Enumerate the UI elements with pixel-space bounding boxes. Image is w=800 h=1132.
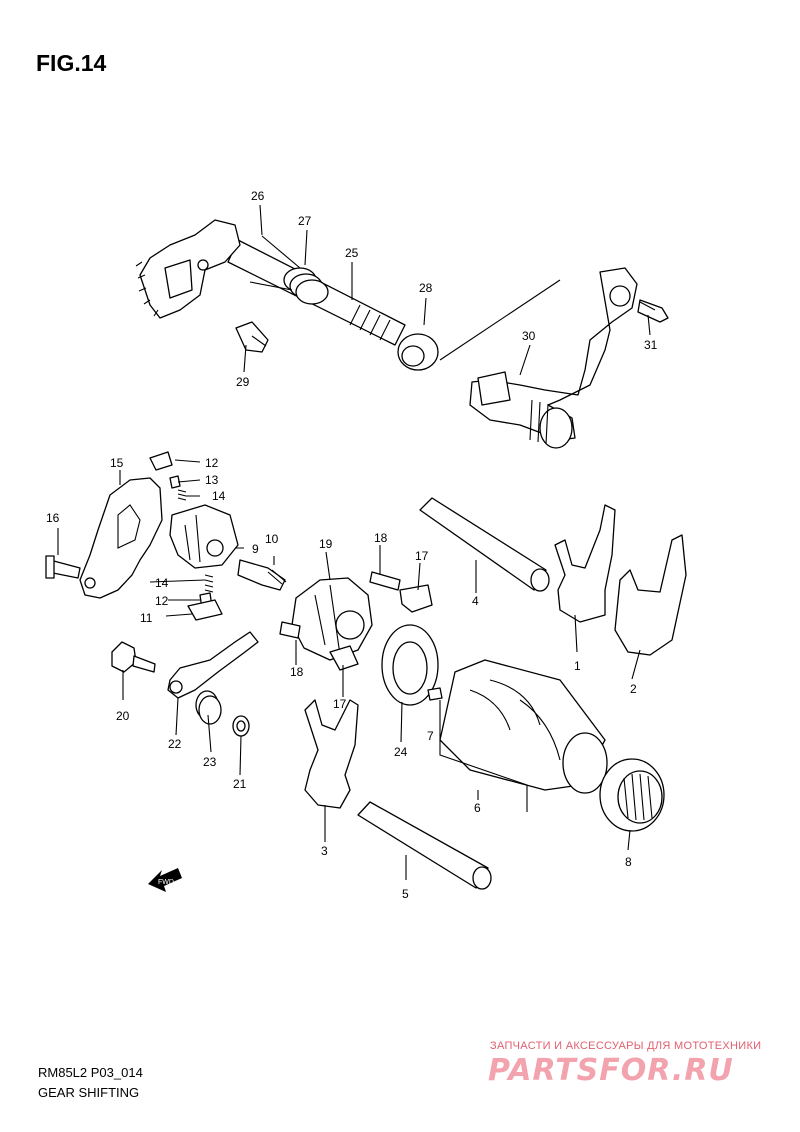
figure-label: FIG.14 [36,50,107,76]
callout-7: 7 [427,729,434,743]
watermark-logo: PARTSFOR.RU [488,1053,734,1088]
callout-30: 30 [522,329,536,343]
callout-16: 16 [46,511,60,525]
callout-26: 26 [251,189,265,203]
callout-23: 23 [203,755,217,769]
callout-25: 25 [345,246,359,260]
direction-badge-label: FWD [158,879,174,886]
callout-19: 19 [319,537,333,551]
callout-14-upper: 14 [212,489,226,503]
diagram-code: RM85L2 P03_014 [38,1065,143,1080]
watermark-tagline: ЗАПЧАСТИ И АКСЕССУАРЫ ДЛЯ МОТОТЕХНИКИ [490,1040,762,1052]
callout-31: 31 [644,338,658,352]
callout-6: 6 [474,801,481,815]
callout-29: 29 [236,375,250,389]
callout-28: 28 [419,281,433,295]
callout-14-lower: 14 [155,576,169,590]
fork-shafts [357,497,550,890]
leader-lines [57,204,651,880]
callout-numbers: 1 2 3 4 5 6 7 8 9 10 11 12 12 13 14 14 1… [46,189,658,901]
callout-18-upper: 18 [374,531,388,545]
gearshift-shaft-assembly [135,219,669,449]
shift-drum-assembly [381,624,665,832]
callout-12-upper: 12 [205,456,219,470]
callout-22: 22 [168,737,182,751]
shift-arm-parts [111,631,259,737]
direction-badge: FWD [148,868,182,892]
callout-2: 2 [630,682,637,696]
cam-gear-assembly [279,571,433,671]
callout-3: 3 [321,844,328,858]
callout-1: 1 [574,659,581,673]
stopper-assembly [45,451,287,621]
callout-18-lower: 18 [290,665,304,679]
callout-9: 9 [252,542,259,556]
callout-12-lower: 12 [155,594,169,608]
callout-11: 11 [140,611,153,625]
callout-8: 8 [625,855,632,869]
callout-24: 24 [394,745,408,759]
callout-5: 5 [402,887,409,901]
callout-17-upper: 17 [415,549,429,563]
callout-27: 27 [298,214,312,228]
callout-4: 4 [472,594,479,608]
callout-21: 21 [233,777,247,791]
callout-17-lower: 17 [333,697,347,711]
callout-20: 20 [116,709,130,723]
shift-forks [304,504,687,809]
diagram-title: GEAR SHIFTING [38,1085,140,1100]
callout-13: 13 [205,473,219,487]
callout-15: 15 [110,456,124,470]
callout-10: 10 [265,532,279,546]
